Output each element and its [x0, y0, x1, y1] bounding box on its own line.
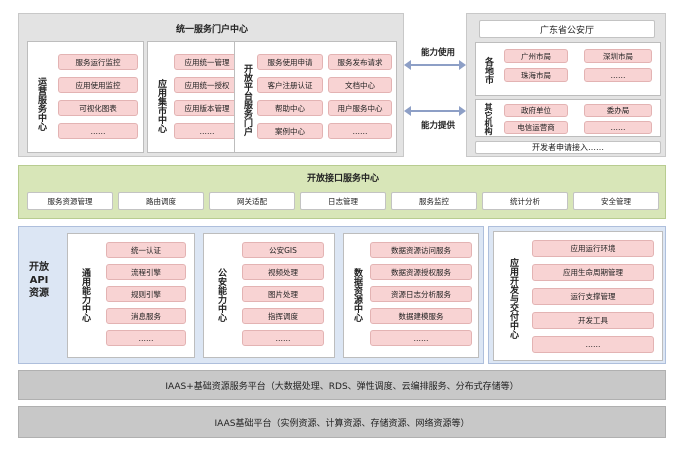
devcenter-item[interactable]: 应用运行环境: [532, 240, 654, 257]
iaas-base-platform: IAAS基础平台（实例资源、计算资源、存储资源、网络资源等）: [18, 406, 666, 438]
general-item[interactable]: ……: [106, 330, 186, 346]
devcenter-box: 应用开发与交付中心 应用运行环境 应用生命周期管理 运行支撑管理 开发工具 ……: [493, 231, 663, 361]
open-item[interactable]: 案例中心: [257, 123, 323, 139]
market-center: 应用集市中心 应用统一管理 应用统一授权 应用版本管理 ……: [147, 41, 247, 153]
ability-provide-arrow-left-head: [404, 106, 411, 116]
devcenter-panel: 应用开发与交付中心 应用运行环境 应用生命周期管理 运行支撑管理 开发工具 ……: [488, 226, 666, 364]
open-item[interactable]: 文档中心: [328, 77, 392, 93]
iaas-plus-platform: IAAS+基础资源服务平台（大数据处理、RDS、弹性调度、云编排服务、分布式存储…: [18, 370, 666, 400]
city-item[interactable]: ……: [584, 68, 652, 82]
api-item[interactable]: 服务资源管理: [27, 192, 113, 210]
data-item[interactable]: 数据建模服务: [370, 308, 472, 324]
devcenter-item[interactable]: ……: [532, 336, 654, 353]
general-capability-title: 通用能力中心: [80, 268, 90, 322]
open-platform-portal: 开放平台服务门户 服务使用申请 服务发布请求 客户注册认证 文档中心 帮助中心 …: [234, 41, 397, 153]
city-item[interactable]: 广州市局: [504, 49, 568, 63]
data-item[interactable]: 数据资源授权服务: [370, 264, 472, 280]
data-item[interactable]: 数据资源访问服务: [370, 242, 472, 258]
province-title: 广东省公安厅: [479, 20, 655, 38]
agency-item[interactable]: 政府单位: [504, 104, 568, 117]
police-item[interactable]: 图片处理: [242, 286, 324, 302]
devcenter-item[interactable]: 运行支撑管理: [532, 288, 654, 305]
open-item[interactable]: ……: [328, 123, 392, 139]
ability-use-arrow-right-head: [459, 60, 466, 70]
ops-center: 运营服务中心 服务运行监控 应用使用监控 可视化图表 ……: [27, 41, 144, 153]
police-item[interactable]: ……: [242, 330, 324, 346]
general-capability-center: 通用能力中心 统一认证 流程引擎 规则引擎 消息服务 ……: [67, 233, 195, 358]
city-item[interactable]: 深圳市局: [584, 49, 652, 63]
agency-item[interactable]: ……: [584, 121, 652, 134]
ops-item[interactable]: 应用使用监控: [58, 77, 138, 93]
api-item[interactable]: 日志管理: [300, 192, 386, 210]
market-item[interactable]: 应用统一授权: [174, 77, 240, 93]
api-center-panel: 开放接口服务中心 服务资源管理 路由调度 网关适配 日志管理 服务监控 统计分析…: [18, 165, 666, 219]
general-item[interactable]: 规则引擎: [106, 286, 186, 302]
open-item[interactable]: 服务使用申请: [257, 54, 323, 70]
police-item[interactable]: 指挥调度: [242, 308, 324, 324]
ability-use-label: 能力使用: [420, 48, 455, 58]
ops-center-title: 运营服务中心: [36, 77, 46, 131]
ability-provide-label: 能力提供: [420, 121, 455, 131]
api-item[interactable]: 路由调度: [118, 192, 204, 210]
general-item[interactable]: 流程引擎: [106, 264, 186, 280]
api-item[interactable]: 安全管理: [573, 192, 659, 210]
api-resources-title: 开放API资源: [25, 261, 53, 300]
devcenter-item[interactable]: 应用生命周期管理: [532, 264, 654, 281]
devcenter-title: 应用开发与交付中心: [508, 257, 518, 339]
data-item[interactable]: 资源日志分析服务: [370, 286, 472, 302]
general-item[interactable]: 统一认证: [106, 242, 186, 258]
police-capability-title: 公安能力中心: [216, 268, 226, 322]
api-item[interactable]: 服务监控: [391, 192, 477, 210]
data-resource-center: 数据资源中心 数据资源访问服务 数据资源授权服务 资源日志分析服务 数据建模服务…: [343, 233, 479, 358]
cities-box: 各地市 广州市局 深圳市局 珠海市局 ……: [475, 42, 661, 96]
general-item[interactable]: 消息服务: [106, 308, 186, 324]
api-resources-title-text: 开放API资源: [29, 262, 49, 299]
api-item[interactable]: 统计分析: [482, 192, 568, 210]
api-center-title: 开放接口服务中心: [306, 174, 379, 184]
market-item[interactable]: 应用统一管理: [174, 54, 240, 70]
police-item[interactable]: 公安GIS: [242, 242, 324, 258]
iaas-plus-text: IAAS+基础资源服务平台（大数据处理、RDS、弹性调度、云编排服务、分布式存储…: [165, 381, 519, 392]
developer-access[interactable]: 开发者申请接入……: [475, 141, 661, 154]
portal-title: 统一服务门户中心: [175, 25, 248, 35]
portal-panel: 统一服务门户中心 运营服务中心 服务运行监控 应用使用监控 可视化图表 …… 应…: [18, 13, 404, 157]
ability-provide-arrow: [410, 110, 460, 112]
data-resource-title: 数据资源中心: [352, 268, 362, 322]
other-agencies-title: 其它机构: [484, 103, 493, 135]
market-center-title: 应用集市中心: [156, 79, 166, 133]
ability-provide-arrow-right-head: [459, 106, 466, 116]
market-item[interactable]: 应用版本管理: [174, 100, 240, 116]
open-item[interactable]: 服务发布请求: [328, 54, 392, 70]
api-resources-panel: 开放API资源 通用能力中心 统一认证 流程引擎 规则引擎 消息服务 …… 公安…: [18, 226, 484, 364]
market-item[interactable]: ……: [174, 123, 240, 139]
province-panel: 广东省公安厅 各地市 广州市局 深圳市局 珠海市局 …… 其它机构 政府单位 委…: [466, 13, 666, 157]
open-platform-title: 开放平台服务门户: [242, 64, 252, 136]
ops-item[interactable]: 服务运行监控: [58, 54, 138, 70]
police-item[interactable]: 视频处理: [242, 264, 324, 280]
cities-title: 各地市: [483, 56, 493, 84]
ability-use-arrow: [410, 64, 460, 66]
city-item[interactable]: 珠海市局: [504, 68, 568, 82]
other-agencies-box: 其它机构 政府单位 委办局 电信运营商 ……: [475, 99, 661, 137]
open-item[interactable]: 客户注册认证: [257, 77, 323, 93]
open-item[interactable]: 用户服务中心: [328, 100, 392, 116]
agency-item[interactable]: 委办局: [584, 104, 652, 117]
iaas-base-text: IAAS基础平台（实例资源、计算资源、存储资源、网络资源等）: [214, 418, 470, 429]
police-capability-center: 公安能力中心 公安GIS 视频处理 图片处理 指挥调度 ……: [203, 233, 335, 358]
open-item[interactable]: 帮助中心: [257, 100, 323, 116]
ops-item[interactable]: ……: [58, 123, 138, 139]
devcenter-item[interactable]: 开发工具: [532, 312, 654, 329]
ability-use-arrow-left-head: [404, 60, 411, 70]
agency-item[interactable]: 电信运营商: [504, 121, 568, 134]
ops-item[interactable]: 可视化图表: [58, 100, 138, 116]
data-item[interactable]: ……: [370, 330, 472, 346]
api-item[interactable]: 网关适配: [209, 192, 295, 210]
